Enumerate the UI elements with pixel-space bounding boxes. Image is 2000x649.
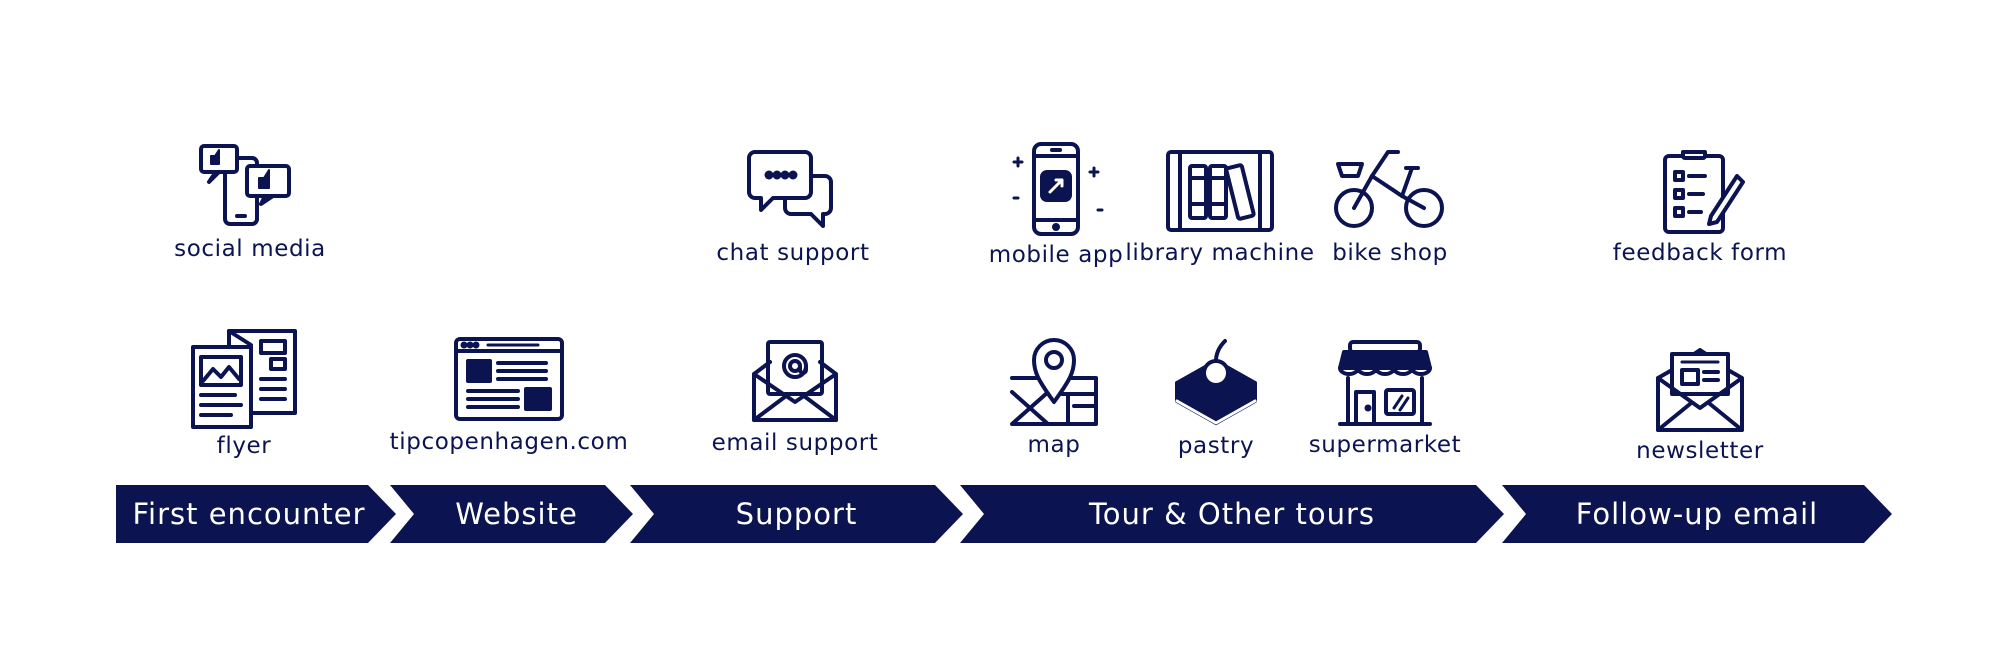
touchpoint-library-machine: library machine <box>1125 146 1314 266</box>
touchpoint-pastry: pastry <box>1166 333 1266 459</box>
stage-website: Website <box>390 485 633 543</box>
stage-first-encounter: First encounter <box>116 485 396 543</box>
touchpoint-website: tipcopenhagen.com <box>390 335 628 455</box>
storefront-icon <box>1338 340 1432 426</box>
touchpoint-chat-support: chat support <box>713 146 873 266</box>
touchpoint-bike-shop: bike shop <box>1330 146 1450 266</box>
newsletter-envelope-icon <box>1656 348 1744 432</box>
touchpoint-newsletter: newsletter <box>1620 348 1780 464</box>
stage-support: Support <box>630 485 963 543</box>
touchpoint-flyer: flyer <box>184 327 304 459</box>
library-books-icon <box>1166 150 1274 232</box>
chat-bubbles-icon <box>747 150 833 228</box>
touchpoint-label: pastry <box>1177 433 1255 459</box>
clipboard-checklist-icon <box>1663 150 1745 234</box>
touchpoint-label: supermarket <box>1308 432 1462 458</box>
stage-tour-other-tours: Tour & Other tours <box>960 485 1504 543</box>
touchpoint-label: chat support <box>716 240 870 266</box>
touchpoint-label: map <box>1027 432 1081 458</box>
pastry-icon <box>1175 339 1257 425</box>
bicycle-icon <box>1334 150 1444 228</box>
touchpoint-label: bike shop <box>1332 240 1448 266</box>
touchpoint-label: email support <box>711 430 879 456</box>
social-media-icon <box>199 144 291 226</box>
touchpoint-social-media: social media <box>170 140 330 262</box>
touchpoint-mobile-app: mobile app <box>988 140 1124 268</box>
touchpoint-map: map <box>1004 332 1104 458</box>
touchpoint-label: feedback form <box>1612 240 1788 266</box>
touchpoint-email-support: email support <box>712 338 878 456</box>
email-envelope-icon <box>752 340 838 422</box>
touchpoint-label: social media <box>174 236 326 262</box>
map-pin-icon <box>1010 338 1098 426</box>
touchpoint-feedback-form: feedback form <box>1613 146 1787 266</box>
flyer-icon <box>191 329 297 429</box>
stage-follow-up-email: Follow-up email <box>1502 485 1892 543</box>
browser-window-icon <box>454 337 564 421</box>
smartphone-rocket-icon <box>1012 142 1104 236</box>
touchpoint-label: flyer <box>216 433 272 459</box>
touchpoint-label: library machine <box>1125 240 1315 266</box>
touchpoint-label: tipcopenhagen.com <box>389 429 629 455</box>
touchpoint-label: newsletter <box>1636 438 1764 464</box>
touchpoint-label: mobile app <box>988 242 1124 268</box>
touchpoint-supermarket: supermarket <box>1300 338 1470 458</box>
